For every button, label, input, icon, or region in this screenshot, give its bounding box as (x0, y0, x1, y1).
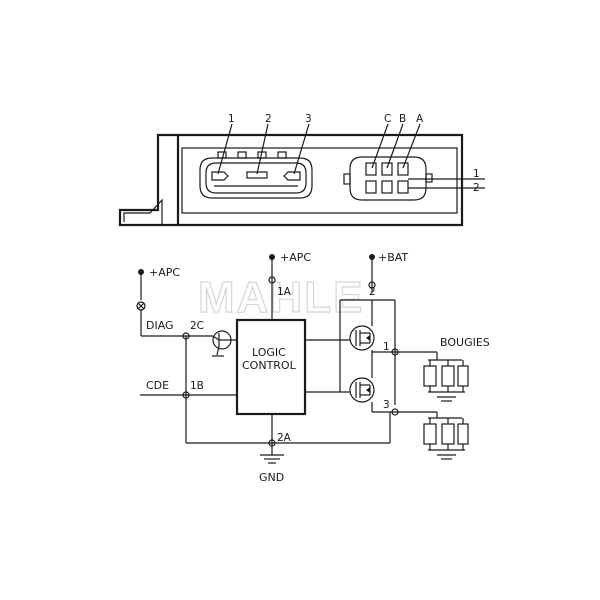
blade-pin-3 (283, 171, 301, 181)
pin-1a-label: 1A (277, 286, 292, 298)
node-pin3 (391, 408, 399, 416)
node-2a (268, 439, 276, 447)
diag-transistor-icon (212, 330, 237, 357)
glow-plug-group-2 (423, 412, 469, 460)
right-pin-label-a: A (416, 113, 424, 125)
right-pin-label-b: B (399, 113, 406, 125)
logic-label: LOGIC (252, 346, 286, 359)
housing-outline (118, 133, 464, 227)
mosfet-upper-icon (349, 300, 375, 362)
socket-b (381, 162, 393, 176)
left-pin-label-2: 2 (265, 113, 272, 125)
right-pin-label-c: C (384, 113, 391, 125)
right-connector (343, 123, 485, 201)
pin-3-label: 3 (383, 399, 390, 411)
diag-lamp-icon (136, 301, 146, 311)
pin-1b-label: 1B (190, 380, 204, 392)
apc-left-label: +APC (149, 266, 180, 279)
socket-a (397, 162, 409, 176)
housing-flange (123, 198, 163, 225)
left-pin-label-3: 3 (305, 113, 312, 125)
left-connector (199, 123, 313, 199)
node-pin2 (368, 281, 376, 289)
node-1b (182, 391, 190, 399)
ground-icon (260, 454, 284, 464)
cde-label: CDE (146, 379, 169, 392)
side-pin-label-2: 2 (473, 182, 480, 194)
node-pin1 (391, 348, 399, 356)
mosfet-lower-icon (349, 362, 375, 412)
node-1a (268, 276, 276, 284)
brand-watermark: MAHLE (198, 273, 364, 322)
side-pin-label-1: 1 (473, 168, 480, 180)
diag-label: DIAG (146, 319, 174, 332)
connector-housing: 1 2 3 C B A 1 2 (118, 113, 485, 227)
bat-label: +BAT (378, 251, 408, 264)
pin-2c-label: 2C (190, 320, 204, 332)
pin-2-label: 2 (369, 286, 376, 298)
pin-2a-label: 2A (277, 432, 292, 444)
blade-pin-1 (211, 171, 229, 181)
bougies-label: BOUGIES (440, 336, 490, 349)
schematic (136, 254, 469, 464)
logic-control-block (235, 318, 307, 416)
node-2c (182, 332, 190, 340)
control-label: CONTROL (242, 359, 297, 372)
connector-face (181, 147, 458, 214)
gnd-label: GND (259, 471, 284, 484)
left-pin-label-1: 1 (228, 113, 235, 125)
apc-top-label: +APC (280, 251, 311, 264)
glow-plug-group-1 (423, 352, 469, 402)
socket-c (365, 162, 377, 176)
pin-1-label: 1 (383, 341, 390, 353)
